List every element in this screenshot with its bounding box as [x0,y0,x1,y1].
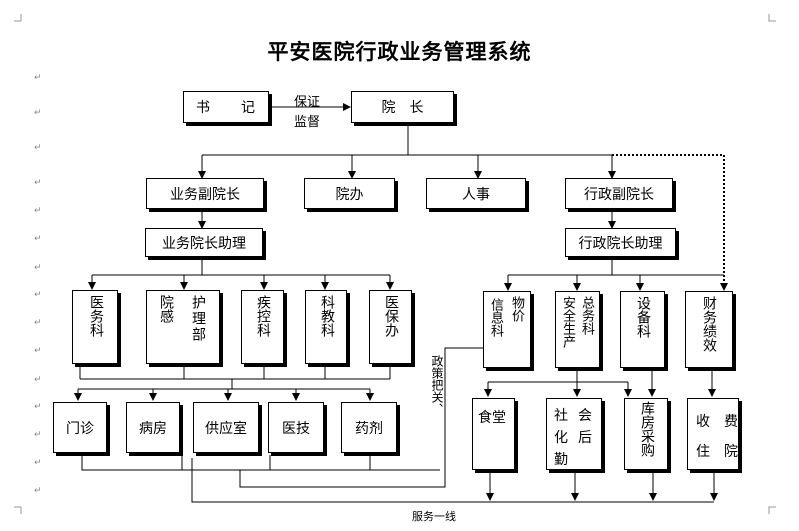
node-menzhen: 门诊 [53,402,107,453]
node-shehui-line3: 勤 [554,452,568,468]
node-kejiaoke-label: 科教科 [319,295,335,337]
node-jikongke: 疾控科 [241,290,284,364]
node-shehui-houqin: 社会 化后 勤 [546,398,602,470]
node-menzhen-label: 门诊 [66,420,94,437]
label-jiandu: 监督 [294,115,321,130]
node-shitang: 食堂 [472,398,515,470]
node-renshi: 人事 [426,178,526,209]
node-xingzheng-zhuli-label: 行政院长助理 [578,235,663,252]
node-yibaoban-label: 医保办 [383,295,399,337]
label-zhengce: 政策把关、 [430,355,444,415]
node-zongwuke-label: 总务科 [579,296,594,335]
node-yiji-label: 医技 [282,420,310,437]
node-shuji-label: 书 记 [196,100,256,116]
node-renshi-label: 人事 [462,186,490,203]
node-shebeike: 设备科 [620,291,665,368]
node-yaoji: 药剂 [341,402,397,453]
node-kufang-label: 库房采购 [639,401,655,457]
label-baozheng: 保证 [294,95,321,110]
node-yiwuke-label: 医务科 [88,295,104,337]
node-yewu-fu-label: 业务副院长 [170,186,240,203]
node-xingzheng-zhuli: 行政院长助理 [565,228,676,257]
node-shoufei-line1: 收 费 [696,414,738,430]
node-bingfang: 病房 [126,402,180,453]
node-xinxi-wujia: 信息科 物价 [483,291,531,368]
node-caiwu: 财务绩效 [685,291,733,368]
node-yiji: 医技 [268,402,324,453]
node-yuanban: 院办 [304,178,395,209]
node-shoufei-zhuyuan: 收 费 住 院 [687,398,739,470]
node-hulibu-label: 护理部 [190,295,206,343]
node-xinxike-label: 信息科 [488,298,503,337]
node-kejiaoke: 科教科 [305,290,347,364]
node-xingzheng-fu: 行政副院长 [565,178,673,209]
corner-mark-bottom-left [14,506,22,514]
page-title: 平安医院行政业务管理系统 [267,40,532,64]
node-shuji: 书 记 [183,91,269,123]
node-caiwu-label: 财务绩效 [701,296,717,352]
node-zhuyuan-line2: 住 院 [696,444,738,460]
node-shitang-label: 食堂 [478,410,506,426]
node-yewu-fu: 业务副院长 [146,178,264,209]
corner-mark-top-right [768,14,776,22]
node-yewu-zhuli-label: 业务院长助理 [162,235,246,252]
node-anquan-label: 安全生产 [560,296,575,348]
node-bingfang-label: 病房 [139,420,167,437]
node-yuangan-label: 院感 [158,295,174,323]
node-gongyingshi-label: 供应室 [205,420,247,437]
node-wujia-label: 物价 [509,296,524,322]
node-anquan-zongwu: 安全生产 总务科 [555,291,600,368]
node-yaoji-label: 药剂 [355,420,383,437]
node-gongyingshi: 供应室 [193,402,259,453]
node-jikongke-label: 疾控科 [255,295,271,337]
node-shebeike-label: 设备科 [635,296,651,338]
node-yuangan-hulibu: 院感 护理部 [146,290,220,364]
node-yuanban-label: 院办 [335,186,364,203]
node-yiwuke: 医务科 [72,290,118,364]
node-shehui-line2: 化后 [554,430,602,446]
corner-mark-top-left [14,14,22,22]
node-shehui-line1: 社会 [554,408,602,424]
node-yibaoban: 医保办 [369,290,412,364]
node-yuanzhang: 院 长 [351,91,454,123]
node-yuanzhang-label: 院 长 [381,100,424,116]
node-kufang: 库房采购 [624,398,668,470]
corner-mark-bottom-right [768,506,776,514]
label-fuwu: 服务一线 [412,510,456,523]
node-yewu-zhuli: 业务院长助理 [145,228,263,257]
node-xingzheng-fu-label: 行政副院长 [584,186,654,203]
